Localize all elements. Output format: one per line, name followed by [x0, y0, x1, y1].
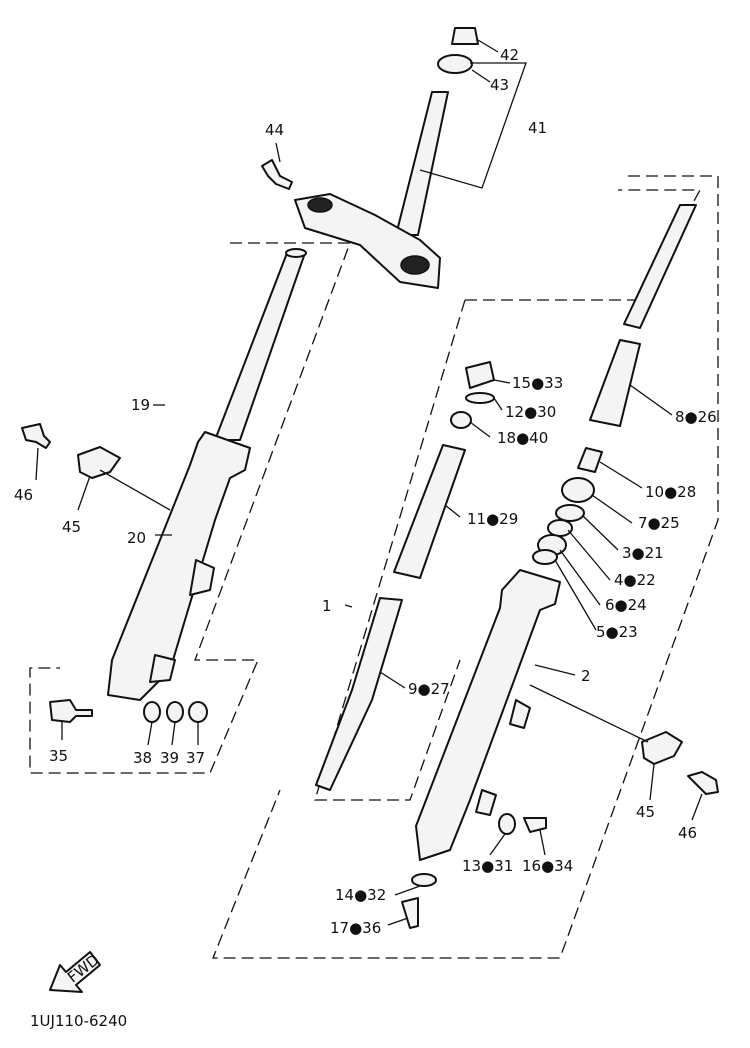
- left-axle-boss: [149, 654, 176, 683]
- leader-lines: [35, 39, 703, 926]
- fwd-label: FWD: [64, 951, 103, 987]
- part-35-bolt: [49, 699, 93, 723]
- part-8-inner-tube-b: [623, 204, 697, 329]
- steering-stem: [261, 27, 479, 289]
- right-caliper-mount: [509, 699, 531, 729]
- label-17-36: 17●36: [330, 919, 381, 937]
- part-labels: 42 43 41 44 19 46 45 20 35 38 39 37 15●3…: [14, 46, 717, 937]
- part-18-spacer: [450, 411, 472, 429]
- label-20: 20: [127, 529, 146, 547]
- label-11-29: 11●29: [467, 510, 518, 528]
- label-14-32: 14●32: [335, 886, 386, 904]
- part-14-gasket: [411, 873, 437, 887]
- part-46-bolt-left: [21, 423, 51, 449]
- label-42: 42: [500, 46, 519, 64]
- inner-tube-top: [285, 248, 307, 258]
- part-37-nut: [188, 701, 208, 723]
- label-7-25: 7●25: [638, 514, 680, 532]
- label-3-21: 3●21: [622, 544, 664, 562]
- label-43: 43: [490, 76, 509, 94]
- left-fork: [21, 248, 307, 723]
- label-19: 19: [131, 396, 150, 414]
- label-10-28: 10●28: [645, 483, 696, 501]
- part-15-cap-bolt: [465, 361, 495, 389]
- part-44-bolt: [261, 159, 293, 190]
- part-42-nut: [451, 27, 479, 45]
- label-18-40: 18●40: [497, 429, 548, 447]
- right-fork: [401, 569, 719, 929]
- label-4-22: 4●22: [614, 571, 656, 589]
- label-37: 37: [186, 749, 205, 767]
- label-1: 1: [322, 597, 332, 615]
- dashed-group-outlines: [29, 175, 719, 959]
- part-38-washer: [143, 701, 161, 723]
- label-41: 41: [528, 119, 547, 137]
- part-20-outer-tube: [107, 431, 251, 701]
- label-9-27: 9●27: [408, 680, 450, 698]
- part-8-slide-bushing: [589, 339, 641, 427]
- part-10-bushing: [577, 447, 603, 473]
- part-46-bolt-right: [687, 771, 719, 795]
- bracket-hole-left: [307, 197, 333, 213]
- label-5-23: 5●23: [596, 623, 638, 641]
- damper-outline: [314, 299, 466, 801]
- stem-shaft: [395, 91, 449, 236]
- left-fork-outline: [29, 242, 351, 774]
- part-9-damper-rod: [315, 597, 403, 791]
- part-43-washer: [437, 54, 473, 74]
- fwd-arrow: FWD: [49, 951, 103, 993]
- label-12-30: 12●30: [505, 403, 556, 421]
- part-17-drain-bolt: [401, 897, 419, 929]
- label-39: 39: [160, 749, 179, 767]
- bracket-hole-right: [400, 255, 430, 275]
- label-45-left: 45: [62, 518, 81, 536]
- label-46-right: 46: [678, 824, 697, 842]
- part-5-clip: [532, 549, 558, 565]
- right-fork-outline: [212, 175, 719, 959]
- label-2: 2: [581, 667, 591, 685]
- label-8-26: 8●26: [675, 408, 717, 426]
- part-11-fork-spring: [393, 444, 466, 579]
- part-4-washer: [547, 519, 573, 537]
- label-35: 35: [49, 747, 68, 765]
- part-45-bracket-left: [77, 446, 121, 479]
- label-44: 44: [265, 121, 284, 139]
- label-13-31: 13●31: [462, 857, 513, 875]
- fork-internals: [315, 204, 697, 791]
- label-45-right: 45: [636, 803, 655, 821]
- right-axle-boss: [475, 789, 497, 816]
- label-6-24: 6●24: [605, 596, 647, 614]
- part-2-outer-tube: [415, 569, 561, 861]
- part-45-bracket-right: [641, 731, 683, 765]
- part-3-clip: [555, 504, 585, 522]
- part-7-oil-seal: [561, 477, 595, 503]
- label-15-33: 15●33: [512, 374, 563, 392]
- fwd-arrow-icon: [49, 951, 101, 993]
- label-38: 38: [133, 749, 152, 767]
- drawing-number: 1UJ110-6240: [30, 1012, 127, 1030]
- label-46-left: 46: [14, 486, 33, 504]
- left-caliper-mount: [189, 559, 215, 596]
- part-19-inner-tube: [214, 252, 306, 441]
- part-12-o-ring: [465, 392, 495, 404]
- part-39-lockwasher: [166, 701, 184, 723]
- part-16-bolt: [523, 817, 547, 833]
- label-16-34: 16●34: [522, 857, 573, 875]
- part-13-washer: [498, 813, 516, 835]
